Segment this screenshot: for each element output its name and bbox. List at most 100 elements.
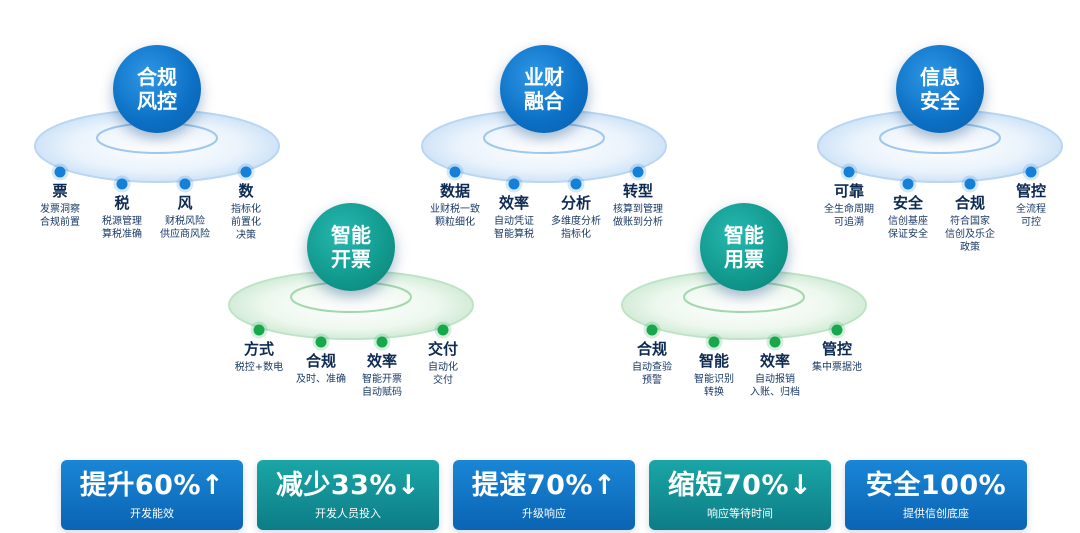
item-desc-line: 多维度分析 — [551, 216, 601, 227]
node-dot — [437, 324, 449, 336]
item-title: 效率 — [498, 194, 529, 212]
item-desc: 业财税一致颗粒细化 — [413, 203, 497, 229]
item-desc: 指标化前置化决策 — [204, 203, 288, 242]
hub-compliance-risk: 合规 风控 — [113, 45, 201, 133]
item-desc-line: 自动赋码 — [362, 387, 402, 398]
item-desc-line: 智能算税 — [494, 229, 534, 240]
item-using-compliance: 合规 自动查验预警 — [610, 340, 694, 387]
stat-wait-time: 缩短70%↓ 响应等待时间 — [649, 460, 831, 530]
item-title: 合规 — [954, 194, 985, 212]
hub-line: 信息 — [920, 65, 960, 89]
item-desc-line: 指标化 — [561, 229, 591, 240]
item-desc-line: 信创及乐企 — [945, 229, 995, 240]
item-compliant: 合规 符合国家信创及乐企政策 — [928, 194, 1012, 254]
item-finance-analysis: 分析 多维度分析指标化 — [534, 194, 618, 241]
item-desc-line: 自动化 — [428, 362, 458, 373]
item-desc: 智能开票自动赋码 — [340, 373, 424, 399]
item-data: 数 指标化前置化决策 — [204, 182, 288, 242]
item-desc-line: 政策 — [960, 242, 980, 253]
node-dot — [54, 166, 66, 178]
item-desc-line: 转换 — [704, 387, 724, 398]
item-desc-line: 可控 — [1021, 217, 1041, 228]
item-title: 安全 — [892, 194, 923, 212]
item-desc-line: 可追溯 — [834, 217, 864, 228]
item-desc-line: 颗粒细化 — [435, 217, 475, 228]
hub-smart-issuing: 智能 开票 — [307, 203, 395, 291]
item-desc-line: 财税风险 — [165, 216, 205, 227]
item-title: 合规 — [305, 352, 336, 370]
item-title: 税 — [114, 194, 130, 212]
stat-upgrade-response: 提速70%↑ 升级响应 — [453, 460, 635, 530]
item-title: 管控 — [821, 340, 852, 358]
item-desc: 符合国家信创及乐企政策 — [928, 215, 1012, 254]
stat-value: 减少33%↓ — [275, 470, 421, 501]
item-desc-line: 集中票据池 — [812, 362, 862, 373]
item-desc-line: 指标化 — [231, 204, 261, 215]
item-desc: 税源管理算税准确 — [80, 215, 164, 241]
item-desc-line: 全流程 — [1016, 204, 1046, 215]
hub-line: 开票 — [331, 247, 371, 271]
item-desc-line: 税控+数电 — [234, 362, 284, 373]
item-desc-line: 智能识别 — [694, 374, 734, 385]
stat-value: 提升60%↑ — [79, 470, 225, 501]
item-desc: 多维度分析指标化 — [534, 215, 618, 241]
node-dot — [449, 166, 461, 178]
hub-info-security: 信息 安全 — [896, 45, 984, 133]
item-title: 分析 — [560, 194, 591, 212]
hub-line: 用票 — [724, 247, 764, 271]
item-title: 转型 — [622, 182, 653, 200]
item-title: 风 — [177, 194, 193, 212]
item-tax: 税 税源管理算税准确 — [80, 194, 164, 241]
item-desc: 自动报销入账、归档 — [733, 373, 817, 399]
item-title: 票 — [52, 182, 68, 200]
hub-line: 合规 — [137, 65, 177, 89]
hub-line: 安全 — [920, 89, 960, 113]
item-desc: 自动凭证智能算税 — [472, 215, 556, 241]
node-dot — [116, 178, 128, 190]
item-method: 方式 税控+数电 — [217, 340, 301, 374]
stat-label: 响应等待时间 — [707, 507, 773, 520]
item-desc-line: 交付 — [433, 375, 453, 386]
stat-value: 提速70%↑ — [471, 470, 617, 501]
node-dot — [253, 324, 265, 336]
item-desc: 全生命周期可追溯 — [807, 203, 891, 229]
item-desc: 智能识别转换 — [672, 373, 756, 399]
node-dot — [708, 336, 720, 348]
item-issuing-efficiency: 效率 智能开票自动赋码 — [340, 352, 424, 399]
item-desc-line: 业财税一致 — [430, 204, 480, 215]
item-desc-line: 自动查验 — [632, 362, 672, 373]
item-desc-line: 做账到分析 — [613, 217, 663, 228]
item-desc-line: 决策 — [236, 230, 256, 241]
item-desc-line: 核算到管理 — [613, 204, 663, 215]
item-desc-line: 及时、准确 — [296, 374, 346, 385]
item-finance-data: 数据 业财税一致颗粒细化 — [413, 182, 497, 229]
hub-smart-using: 智能 用票 — [700, 203, 788, 291]
item-desc: 及时、准确 — [279, 373, 363, 386]
hub-line: 智能 — [724, 223, 764, 247]
item-delivery: 交付 自动化交付 — [401, 340, 485, 387]
item-title: 方式 — [243, 340, 274, 358]
node-dot — [508, 178, 520, 190]
hub-line: 风控 — [137, 89, 177, 113]
item-desc: 集中票据池 — [795, 361, 879, 374]
hub-finance-fusion: 业财 融合 — [500, 45, 588, 133]
item-desc-line: 合规前置 — [40, 217, 80, 228]
item-risk: 风 财税风险供应商风险 — [143, 194, 227, 241]
node-dot — [964, 178, 976, 190]
stat-label: 提供信创底座 — [903, 507, 969, 520]
stat-value: 安全100% — [865, 470, 1007, 501]
stat-label: 开发人员投入 — [315, 507, 381, 520]
item-finance-efficiency: 效率 自动凭证智能算税 — [472, 194, 556, 241]
item-desc-line: 预警 — [642, 375, 662, 386]
item-issuing-compliance: 合规 及时、准确 — [279, 352, 363, 386]
hub-line: 智能 — [331, 223, 371, 247]
node-dot — [1025, 166, 1037, 178]
item-desc-line: 信创基座 — [888, 216, 928, 227]
item-title: 智能 — [698, 352, 729, 370]
stat-dev-efficiency: 提升60%↑ 开发能效 — [61, 460, 243, 530]
item-title: 管控 — [1015, 182, 1046, 200]
node-dot — [315, 336, 327, 348]
item-control: 管控 全流程可控 — [989, 182, 1073, 229]
node-dot — [646, 324, 658, 336]
item-desc-line: 全生命周期 — [824, 204, 874, 215]
